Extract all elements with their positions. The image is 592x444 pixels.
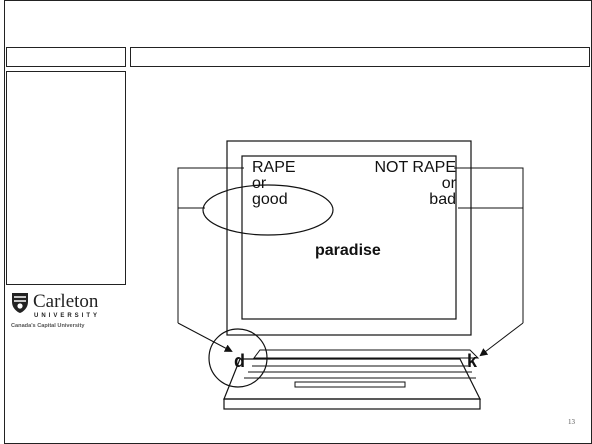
keyboard-base bbox=[224, 359, 480, 399]
left-response-key: d bbox=[234, 351, 245, 372]
right-attribute-label: bad bbox=[429, 192, 456, 208]
left-arrow bbox=[178, 323, 231, 351]
left-attribute-label: good bbox=[252, 192, 288, 208]
page-number: 13 bbox=[568, 418, 575, 426]
right-response-key: k bbox=[467, 351, 477, 372]
stimulus-word: paradise bbox=[315, 242, 381, 260]
right-arrow bbox=[481, 323, 523, 355]
monitor-screen bbox=[242, 156, 456, 319]
left-category-label: RAPE bbox=[252, 160, 296, 176]
keyboard-front bbox=[224, 399, 480, 409]
keyboard-top-plate bbox=[254, 350, 478, 358]
left-category-line bbox=[178, 168, 244, 323]
right-category-label: NOT RAPE bbox=[375, 160, 457, 176]
right-connector-label: or bbox=[442, 176, 456, 192]
space-bar bbox=[295, 382, 405, 387]
right-category-line bbox=[454, 168, 523, 323]
left-connector-label: or bbox=[252, 176, 266, 192]
